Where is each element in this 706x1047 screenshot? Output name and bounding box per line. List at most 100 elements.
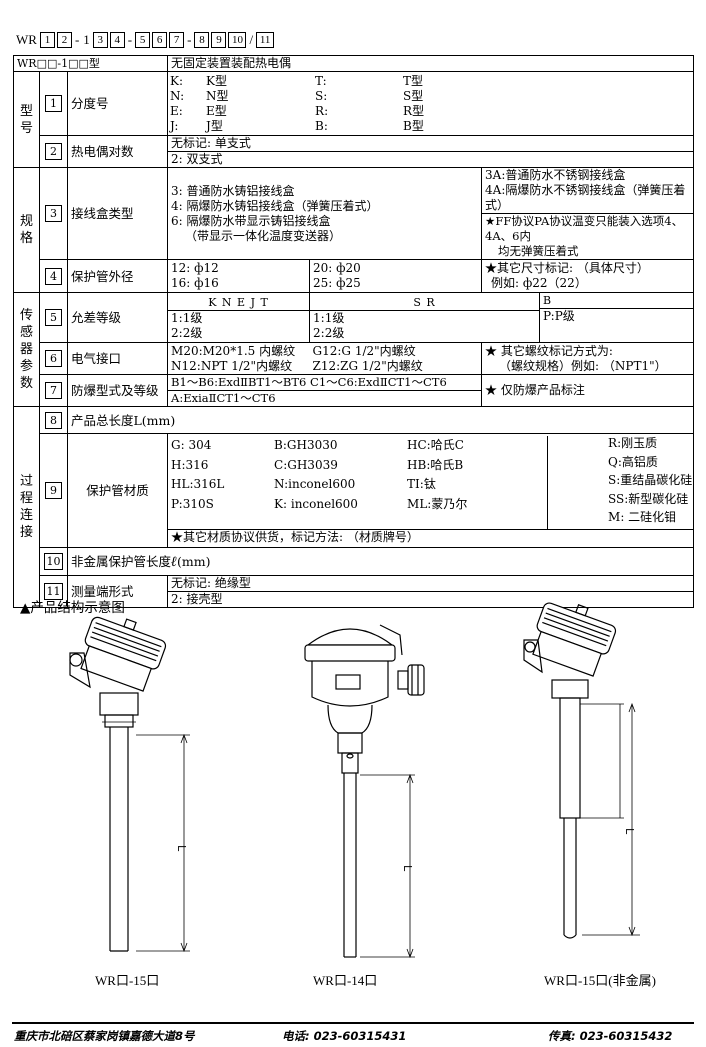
diagram-3-dim-label: L (623, 828, 636, 835)
row-3-right-3: ★FF协议PA协议温变只能装入选项4、4A、6内 (485, 214, 684, 243)
row-4-num-cell: 4 (39, 259, 68, 293)
row-5-num-cell: 5 (39, 292, 68, 343)
row-9-num: 9 (45, 482, 62, 499)
group-process: 过程连接 (13, 406, 40, 608)
model-box-7: 7 (169, 32, 185, 48)
row-2-num: 2 (45, 143, 62, 160)
model-box-6: 6 (152, 32, 168, 48)
row-9-num-cell: 9 (39, 433, 68, 548)
model-box-10: 10 (228, 32, 247, 48)
model-code: WR 1 2 - 1 3 4 - 5 6 7 - 8 9 10 / 11 (14, 30, 275, 50)
row-6-num-cell: 6 (39, 342, 68, 375)
diagram-2: L (304, 624, 425, 959)
row-10-name: 非金属保护管长度 (71, 553, 172, 569)
model-sep: - (127, 32, 133, 47)
item-t: T:T型 (315, 73, 424, 88)
diagram-2-label: WR口-14口 (313, 973, 378, 988)
row-3-right: 3A:普通防水不锈钢接线盒 4A:隔爆防水不锈钢接线盒（弹簧压着式） ★FF协议… (481, 167, 695, 260)
row-11-name: 测量端形式 (66, 575, 169, 608)
row-2-line-2: 2: 双支式 (171, 152, 223, 166)
group-sensor: 传感器参数 (13, 292, 40, 407)
spec-table: WR□□-1□□型 无固定装置装配热电偶 型号 1 分度号 K:K型 N:N型 … (12, 55, 695, 608)
row-1-values: K:K型 N:N型 E:E型 J:J型 T:T型 S:S型 R:R型 B:B型 (167, 71, 695, 136)
diagram-1-label: WR口-15口 (95, 973, 160, 988)
row-11-num: 11 (44, 583, 63, 600)
row-1-num: 1 (45, 95, 62, 112)
row-7-line-1: B1～B6:ExdⅡBT1～BT6 C1～C6:ExdⅡCT1～CT6 (168, 376, 481, 391)
row-3-right-4: 均无弹簧压着式 (498, 244, 579, 258)
row-8-name: 产品总长度L(mm) (66, 406, 695, 434)
thermocouple-3-drawing (523, 602, 640, 939)
row-5-c2: S R 1:1级 2:2级 (309, 292, 541, 343)
footer-address: 重庆市北碚区蔡家岗镇嘉德大道8号 (14, 1029, 195, 1043)
structure-caption: ▲产品结构示意图 (20, 600, 125, 616)
row-10-num: 10 (44, 553, 63, 570)
item-b: B:B型 (315, 118, 424, 133)
row-10-unit: (mm) (177, 553, 211, 569)
group-model: 型号 (13, 71, 40, 168)
model-box-8: 8 (194, 32, 210, 48)
row-9-name: 保护管材质 (66, 433, 169, 548)
diagram-3: L (523, 602, 640, 939)
row-3-left-4: （带显示一体化温度变送器） (185, 228, 342, 243)
model-box-1: 1 (39, 32, 55, 48)
row-5-name: 允差等级 (66, 292, 169, 343)
row-10: 10 非金属保护管长度ℓ(mm) (14, 547, 695, 576)
model-prefix: WR (16, 32, 37, 47)
row-4-name: 保护管外径 (66, 259, 169, 293)
table-header-title: 无固定装置装配热电偶 (167, 55, 695, 72)
row-7-name: 防爆型式及等级 (66, 374, 169, 407)
footer: 重庆市北碚区蔡家岗镇嘉德大道8号 电话: 023-60315431 传真: 02… (0, 1020, 706, 1046)
model-sep: - (187, 32, 192, 47)
diagram-1: L (69, 616, 190, 953)
row-2: 2 热电偶对数 无标记: 单支式 2: 双支式 (14, 135, 695, 168)
group-process-label: 过程连接 (19, 474, 33, 540)
diagram-1-dim-label: L (175, 845, 188, 852)
row-7-line-2: A:ExiaⅡCT1～CT6 (171, 391, 276, 405)
row-5: 传感器参数 5 允差等级 K N E J T 1:1级 2:2级 S R 1:1… (13, 292, 695, 407)
item-n: N:N型 (170, 88, 229, 103)
diagram-2-dim-label: L (401, 865, 414, 872)
row-11-values: 无标记: 绝缘型 2: 接壳型 (167, 575, 695, 608)
table-header-code: WR□□-1□□型 (12, 55, 169, 72)
row-7-num: 7 (45, 382, 62, 399)
group-spec-label: 规格 (19, 214, 33, 246)
footer-fax: 传真: 023-60315432 (548, 1029, 673, 1043)
row-5-c1: K N E J T 1:1级 2:2级 (167, 292, 311, 343)
row-11-line-1: 无标记: 绝缘型 (168, 577, 693, 592)
row-6-num: 6 (45, 350, 62, 367)
item-j: J:J型 (170, 118, 223, 133)
diagram-3-label: WR口-15口(非金属) (544, 973, 656, 988)
row-10-symbol: ℓ (171, 553, 177, 570)
row-8-num: 8 (45, 411, 62, 429)
row-11-num-cell: 11 (39, 575, 68, 608)
group-sensor-label: 传感器参数 (19, 308, 33, 391)
row-11-line-2: 2: 接壳型 (171, 592, 223, 606)
row-7-note: ★ 仅防爆产品标注 (481, 374, 695, 407)
thermocouple-1-drawing (69, 616, 190, 953)
row-6-c3: ★ 其它螺纹标记方式为:（螺纹规格）例如: （NPT1"） (481, 342, 695, 375)
row-3: 规格 3 接线盒类型 3: 普通防水铸铝接线盒 4: 隔爆防水铸铝接线盒（弹簧压… (13, 167, 695, 293)
row-7: 7 防爆型式及等级 B1～B6:ExdⅡBT1～BT6 C1～C6:ExdⅡCT… (14, 374, 695, 407)
item-r: R:R型 (315, 103, 425, 118)
row-6-name: 电气接口 (66, 342, 169, 375)
row-5-h2: S R (310, 295, 539, 311)
row-10-name-cell: 非金属保护管长度ℓ(mm) (66, 547, 695, 576)
row-3-num-cell: 3 (39, 167, 68, 260)
row-2-num-cell: 2 (39, 135, 68, 168)
model-box-9: 9 (211, 32, 227, 48)
row-3-left-3: 6: 隔爆防水带显示铸铝接线盒 (171, 213, 331, 228)
row-7-values: B1～B6:ExdⅡBT1～BT6 C1～C6:ExdⅡCT1～CT6 A:Ex… (167, 374, 483, 407)
item-k: K:K型 (170, 73, 227, 88)
row-5-c3: B P:P级 (539, 292, 695, 343)
model-box-4: 4 (109, 32, 125, 48)
row-8: 过程连接 8 产品总长度L(mm) (13, 406, 695, 608)
